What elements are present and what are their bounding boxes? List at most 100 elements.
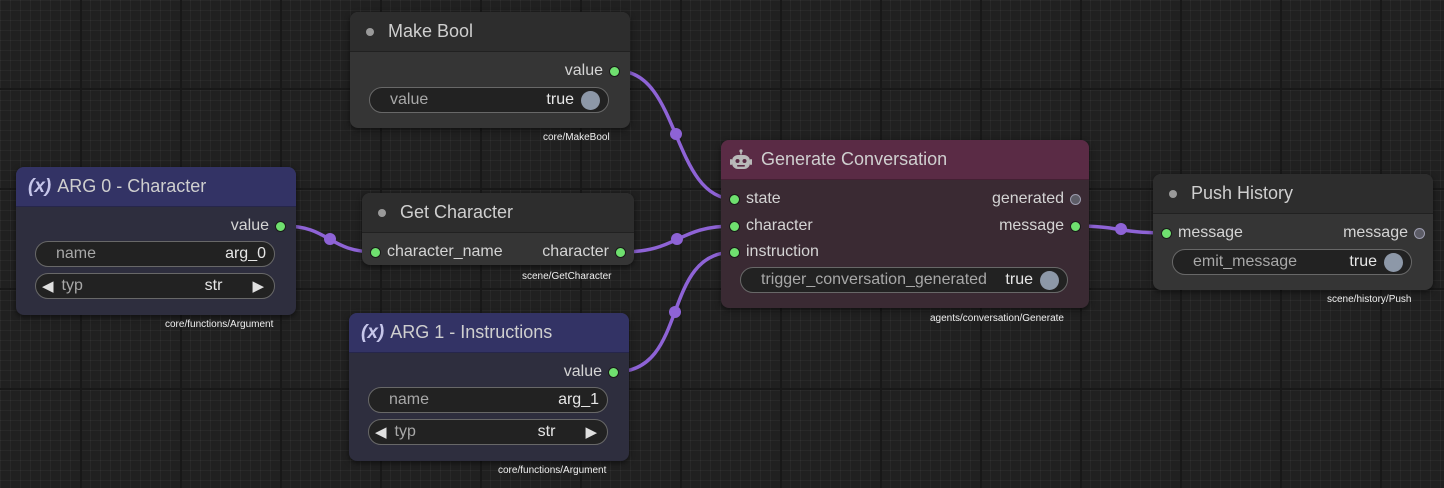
output-label: message (999, 217, 1064, 234)
widget-label: name (56, 245, 97, 262)
collapse-dot-icon[interactable] (1169, 189, 1177, 198)
output-socket-dot[interactable] (275, 220, 286, 232)
right-arrow-icon[interactable]: ▶ (585, 424, 597, 441)
widget-label: emit_message (1193, 253, 1298, 270)
input-socket-row-instruction[interactable]: instruction (729, 241, 819, 263)
wire-getcharacter-to-character (619, 224, 736, 254)
input-label: state (746, 190, 781, 207)
input-label: character (746, 217, 813, 234)
output-label: value (563, 363, 602, 380)
widget-value: true (546, 91, 574, 108)
input-socket-dot[interactable] (729, 193, 740, 205)
node-title: Generate Conversation (761, 149, 948, 169)
wire-midpoint (670, 128, 682, 140)
input-socket-row[interactable]: character_name (370, 241, 503, 263)
widget-value: str (537, 423, 556, 440)
node-path: scene/GetCharacter (522, 271, 612, 282)
input-socket-row-character[interactable]: character (729, 215, 813, 237)
widget-label: trigger_conversation_generated (761, 271, 987, 288)
node-header[interactable]: Make Bool (350, 12, 630, 52)
node-header[interactable]: Get Character (362, 193, 634, 233)
widget-value: true (1349, 253, 1377, 270)
output-socket-dot[interactable] (615, 246, 626, 258)
widget-value: true (1005, 271, 1033, 288)
widget-value: str (204, 277, 223, 294)
output-label: message (1343, 224, 1408, 241)
widget-label: typ (394, 423, 416, 440)
node-path: core/MakeBool (543, 132, 610, 143)
widget-label: value (390, 91, 429, 108)
node-header[interactable]: (x) ARG 1 - Instructions (349, 313, 629, 353)
node-path: core/functions/Argument (165, 319, 274, 330)
toggle-knob-icon[interactable] (1384, 252, 1403, 272)
output-socket-row[interactable]: value (565, 60, 620, 82)
wire-midpoint (324, 233, 336, 245)
node-get-character[interactable]: Get Character character_name character (362, 193, 634, 265)
output-label: value (564, 62, 603, 79)
node-header[interactable]: Generate Conversation (721, 140, 1089, 180)
right-arrow-icon[interactable]: ▶ (252, 278, 264, 295)
input-socket-row[interactable]: message (1161, 222, 1243, 244)
wire-message-to-pushhistory (1074, 224, 1167, 235)
input-socket-dot[interactable] (729, 246, 740, 258)
name-text-widget[interactable]: name arg_1 (368, 387, 608, 413)
node-title: ARG 0 - Character (57, 176, 207, 196)
variable-icon: (x) (28, 175, 52, 197)
widget-value: arg_1 (558, 391, 599, 408)
output-label: generated (991, 190, 1064, 207)
output-socket-dot[interactable] (1070, 220, 1081, 232)
left-arrow-icon[interactable]: ◀ (375, 424, 387, 441)
input-label: instruction (746, 243, 819, 260)
node-title: ARG 1 - Instructions (390, 322, 553, 342)
output-socket-dot[interactable] (1070, 193, 1081, 205)
widget-label: name (389, 391, 430, 408)
collapse-dot-icon[interactable] (366, 27, 374, 36)
left-arrow-icon[interactable]: ◀ (42, 278, 54, 295)
node-header[interactable]: (x) ARG 0 - Character (16, 167, 296, 207)
output-socket-dot[interactable] (609, 65, 620, 77)
output-socket-row[interactable]: value (231, 215, 286, 237)
trigger-toggle-widget[interactable]: trigger_conversation_generated true (740, 267, 1068, 293)
output-socket-row[interactable]: value (564, 361, 619, 383)
toggle-knob-icon[interactable] (1040, 270, 1059, 290)
node-push-history[interactable]: Push History message message emit_messag… (1153, 174, 1433, 290)
input-socket-dot[interactable] (1161, 227, 1172, 239)
node-title: Get Character (400, 202, 514, 222)
node-title: Make Bool (388, 21, 474, 41)
widget-value: arg_0 (225, 245, 266, 262)
value-toggle-widget[interactable]: value true (369, 87, 609, 113)
wire-midpoint (671, 233, 683, 245)
output-socket-dot[interactable] (1414, 227, 1425, 239)
toggle-knob-icon[interactable] (581, 90, 600, 110)
output-label: value (230, 217, 269, 234)
robot-icon (730, 148, 752, 169)
collapse-dot-icon[interactable] (378, 208, 386, 217)
node-generate-conversation[interactable]: Generate Conversation state character in… (721, 140, 1089, 308)
widget-label: typ (61, 277, 83, 294)
typ-combo-widget[interactable]: ◀ typ str ▶ (368, 419, 608, 445)
output-label: character (542, 243, 609, 260)
node-header[interactable]: Push History (1153, 174, 1433, 214)
node-path: core/functions/Argument (498, 465, 607, 476)
node-path: agents/conversation/Generate (930, 313, 1064, 324)
variable-icon: (x) (361, 321, 385, 343)
node-arg0[interactable]: (x) ARG 0 - Character value name arg_0 ◀… (16, 167, 296, 315)
emit-message-toggle-widget[interactable]: emit_message true (1172, 249, 1412, 275)
output-socket-row[interactable]: character (542, 241, 626, 263)
node-path: scene/history/Push (1327, 294, 1412, 305)
output-socket-dot[interactable] (608, 366, 619, 378)
output-socket-row-generated[interactable]: generated (992, 188, 1081, 210)
name-text-widget[interactable]: name arg_0 (35, 241, 275, 267)
node-arg1[interactable]: (x) ARG 1 - Instructions value name arg_… (349, 313, 629, 461)
input-socket-dot[interactable] (370, 246, 381, 258)
output-socket-row-message[interactable]: message (999, 215, 1081, 237)
output-socket-row[interactable]: message (1343, 222, 1425, 244)
node-make-bool[interactable]: Make Bool value value true (350, 12, 630, 128)
typ-combo-widget[interactable]: ◀ typ str ▶ (35, 273, 275, 299)
wire-midpoint (1115, 223, 1127, 235)
wire-makebool-to-state (616, 69, 736, 201)
input-label: character_name (387, 243, 503, 260)
input-socket-dot[interactable] (729, 220, 740, 232)
wire-midpoint (669, 306, 681, 318)
input-socket-row-state[interactable]: state (729, 188, 781, 210)
